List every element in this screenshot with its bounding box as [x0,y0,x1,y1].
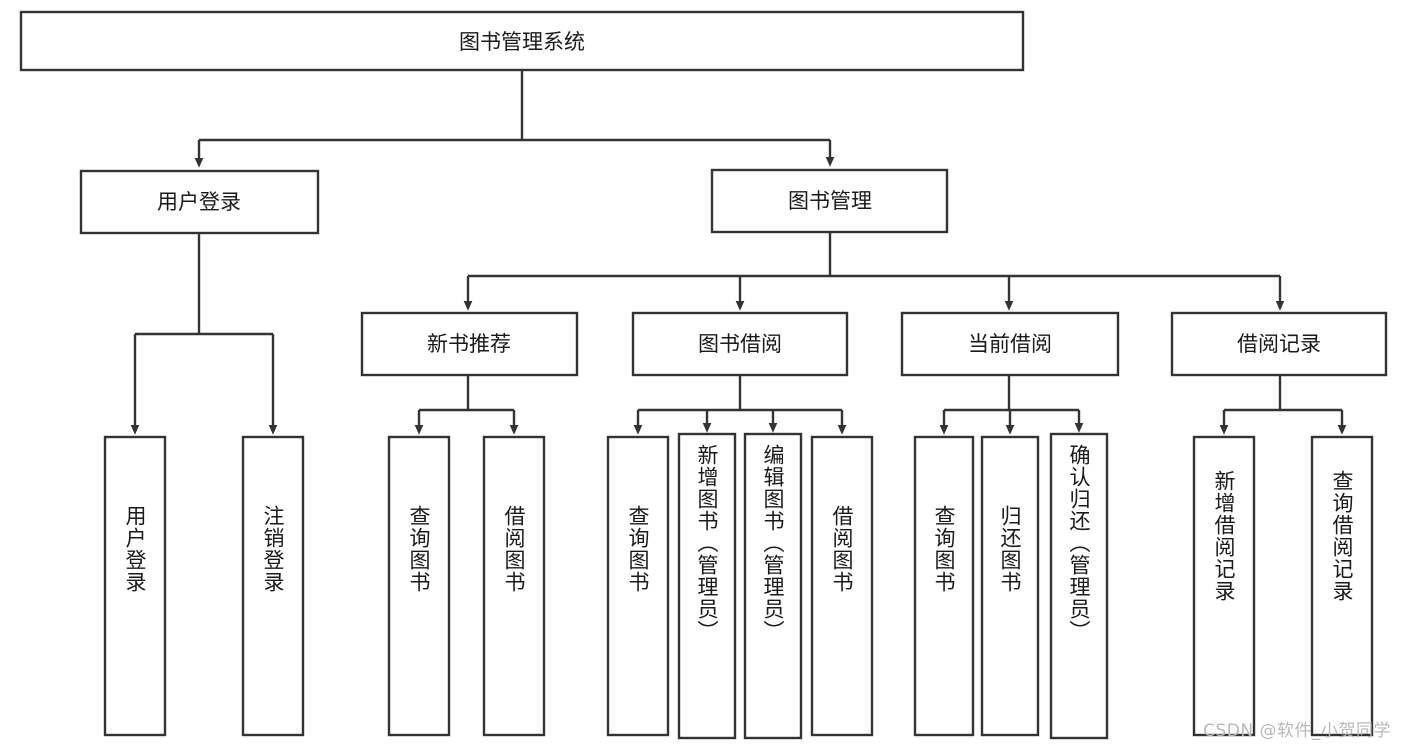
node-query-book-3[interactable] [913,435,975,737]
label-new-book-recommend: 新书推荐 [427,332,511,356]
label-book-management: 图书管理 [788,189,872,213]
watermark: CSDN @软件_小贺同学 [1203,721,1391,741]
label-user-login: 用户登录 [157,190,241,214]
node-confirm-return-admin[interactable] [1049,432,1109,740]
node-new-book-recommend[interactable] [360,311,579,377]
node-book-borrow[interactable] [631,311,849,377]
node-return-book[interactable] [980,435,1040,737]
label-current-borrow: 当前借阅 [968,332,1052,356]
node-add-borrow-record[interactable] [1192,435,1256,737]
node-user-login-leaf[interactable] [103,435,167,737]
label-book-borrow: 图书借阅 [698,332,782,356]
node-current-borrow[interactable] [900,311,1120,377]
node-borrow-book-1[interactable] [482,435,546,737]
node-borrow-book-2[interactable] [810,435,874,737]
label-borrow-record: 借阅记录 [1237,332,1321,356]
node-edit-book-admin[interactable] [743,432,803,740]
node-query-book-2[interactable] [606,435,670,737]
node-root[interactable] [19,10,1025,72]
node-query-book-1[interactable] [387,435,451,737]
node-borrow-record[interactable] [1170,311,1388,377]
node-book-management[interactable] [710,168,949,234]
node-add-book-admin[interactable] [677,432,737,740]
label-root: 图书管理系统 [459,30,585,54]
node-user-logout-leaf[interactable] [241,435,305,737]
node-query-borrow-record[interactable] [1310,435,1374,737]
